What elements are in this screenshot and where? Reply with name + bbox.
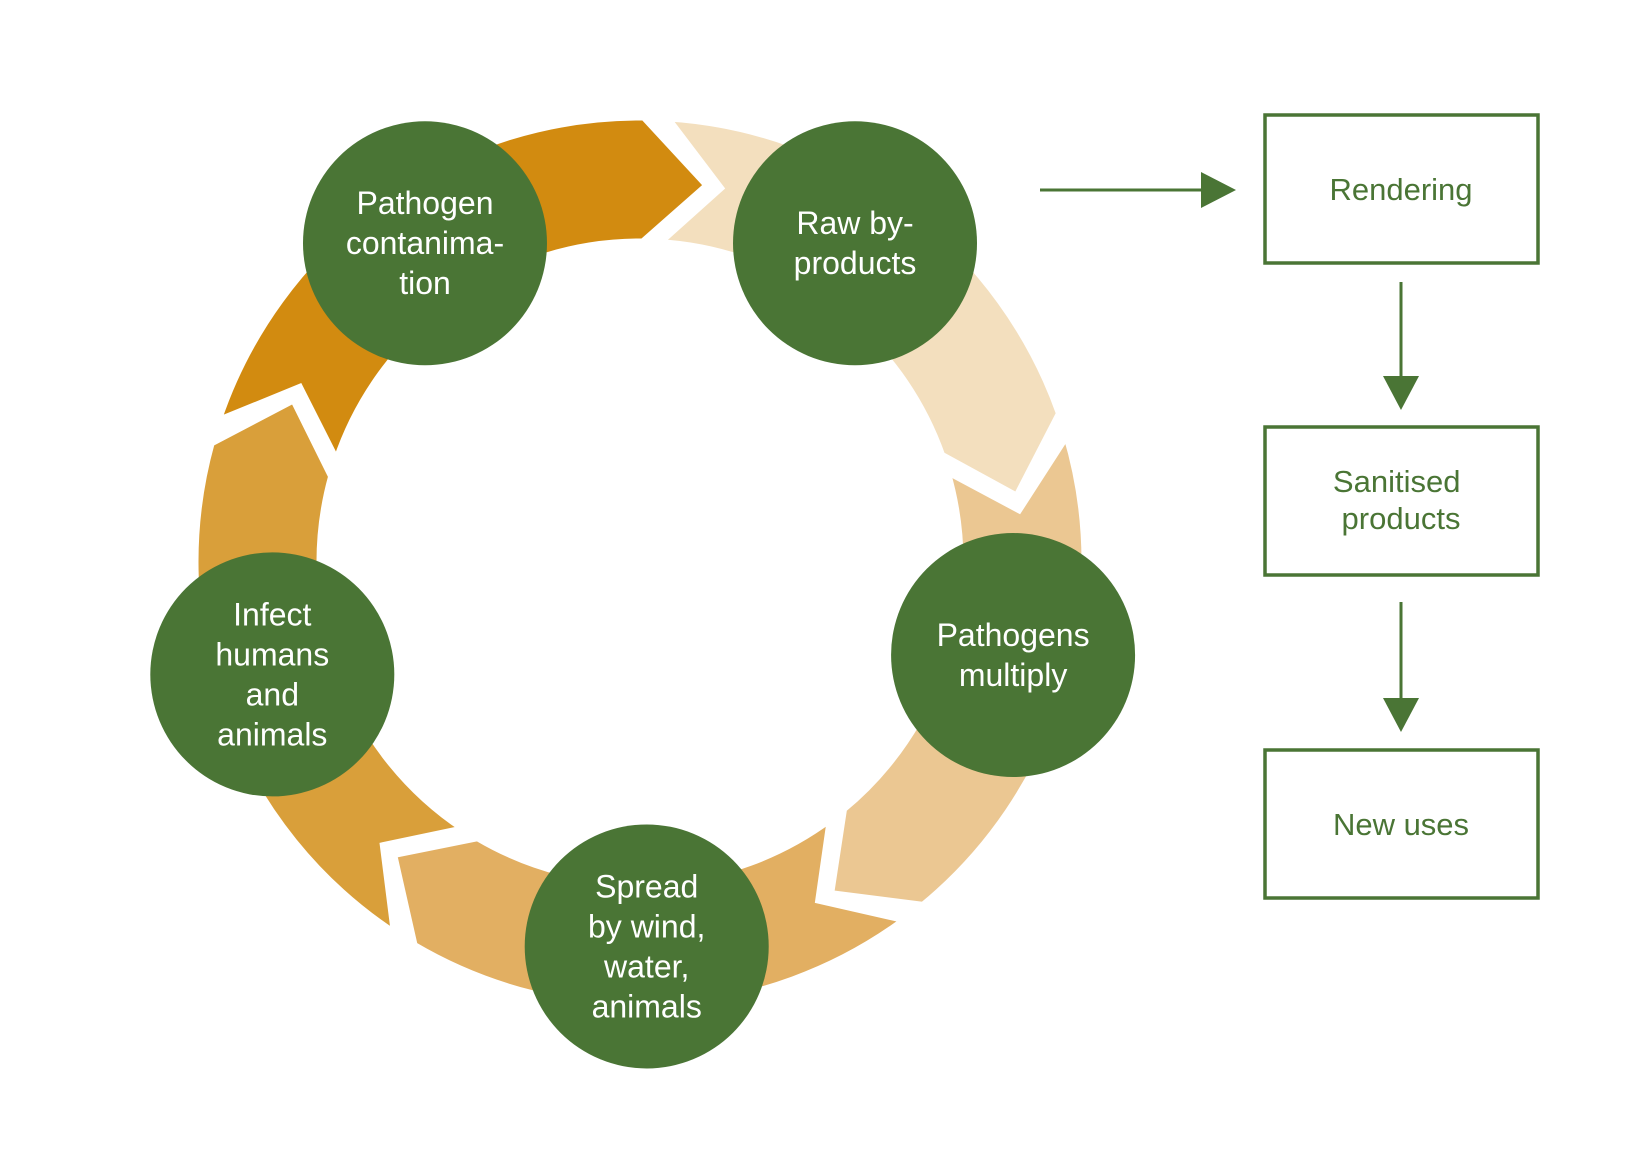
- box-line: New uses: [1333, 807, 1469, 842]
- cycle-node-spread: Spread by wind, water, animals: [524, 824, 769, 1069]
- node-label: Pathogens multiply: [937, 617, 1090, 693]
- box-label-sanitised: Sanitised products: [1333, 464, 1469, 536]
- node-label-line: humans: [215, 636, 329, 672]
- node-label-line: products: [794, 245, 917, 281]
- node-label-line: Pathogen: [356, 185, 493, 221]
- node-label-line: tion: [399, 265, 451, 301]
- node-label-line: water,: [603, 948, 689, 984]
- box-label-new-uses: New uses: [1333, 807, 1469, 842]
- cycle-node-contamination: Pathogen contanima-tion: [302, 121, 547, 366]
- node-circle: [891, 533, 1136, 778]
- node-circle: [524, 824, 769, 1069]
- box-new-uses: New uses: [1263, 748, 1540, 900]
- box-rendering: Rendering: [1263, 113, 1540, 265]
- node-label: Raw by-products: [794, 205, 917, 281]
- node-label: Pathogen contanima-tion: [346, 185, 504, 301]
- node-label-line: Spread: [595, 868, 698, 904]
- node-label-line: by wind,: [588, 908, 705, 944]
- node-label-line: Pathogens: [937, 617, 1090, 653]
- node-label-line: Raw by-: [796, 205, 913, 241]
- arrow-sanitised-to-new-uses: [1383, 602, 1419, 732]
- node-label-line: and: [246, 676, 299, 712]
- box-line: Rendering: [1329, 172, 1472, 207]
- node-circle: [302, 121, 547, 366]
- node-label: Spread by wind, water, animals: [588, 868, 705, 1024]
- node-label-line: Infect: [233, 596, 311, 632]
- box-line: products: [1342, 501, 1461, 536]
- node-label-line: animals: [592, 988, 702, 1024]
- node-circle: [733, 121, 978, 366]
- node-label: Infect humans and animals: [215, 596, 329, 752]
- node-circle: [150, 552, 395, 797]
- box-line: Sanitised: [1333, 464, 1461, 499]
- node-label-line: animals: [217, 716, 327, 752]
- cycle-node-multiply: Pathogens multiply: [891, 533, 1136, 778]
- box-sanitised-products: Sanitised products: [1263, 425, 1540, 577]
- arrow-rendering-to-sanitised: [1383, 282, 1419, 410]
- cycle-node-infect: Infect humans and animals: [150, 552, 395, 797]
- box-label-rendering: Rendering: [1329, 172, 1472, 207]
- node-label-line: multiply: [959, 657, 1067, 693]
- node-label-line: contanima-: [346, 225, 504, 261]
- cycle-node-raw: Raw by-products: [733, 121, 978, 366]
- arrow-to-rendering: [1040, 172, 1236, 208]
